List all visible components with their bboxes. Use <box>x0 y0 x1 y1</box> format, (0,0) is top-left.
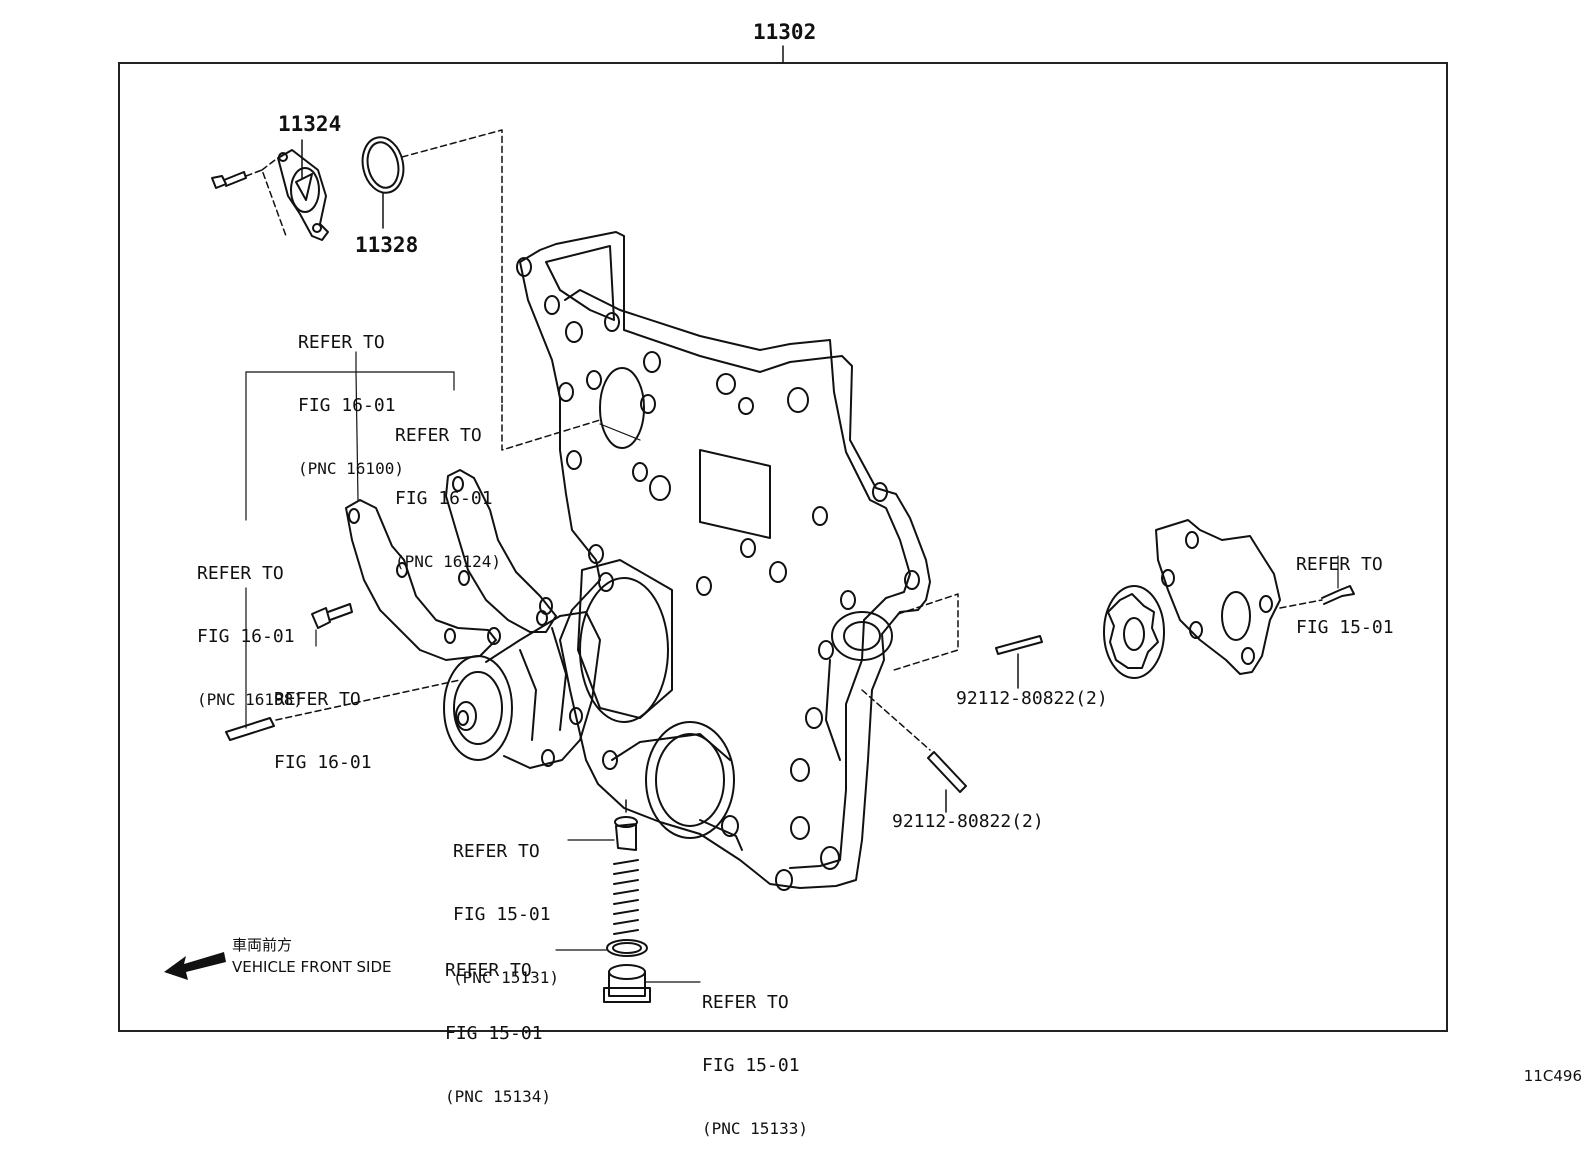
ref-line2: FIG 16-01 <box>197 626 295 647</box>
relief-plug-part[interactable] <box>603 964 651 1003</box>
ref-line1: REFER TO <box>298 332 385 353</box>
ref-label-pnc-15134[interactable]: REFER TO FIG 15-01 (PNC 15134) <box>445 918 551 1128</box>
bearing-plate-bolt[interactable] <box>211 171 247 189</box>
stud-bolt-lower[interactable] <box>927 751 967 793</box>
ref-label-pump-bolt[interactable]: REFER TO FIG 16-01 <box>274 647 372 794</box>
exploded-parts-drawing <box>211 45 1355 1003</box>
ref-pnc: (PNC 15134) <box>445 1087 551 1106</box>
ref-pnc: (PNC 16198) <box>197 690 303 709</box>
ref-label-pnc-16198[interactable]: REFER TO FIG 16-01 (PNC 16198) <box>197 521 303 731</box>
ref-line1: REFER TO <box>274 689 361 710</box>
ref-line1: REFER TO <box>395 425 482 446</box>
ref-label-pnc-15131[interactable]: REFER TO FIG 15-01 (PNC 15131) <box>453 799 559 1009</box>
assembly-part-number[interactable]: 11302 <box>753 20 817 44</box>
part-label-11324[interactable]: 11324 <box>278 112 342 136</box>
water-pump-bolt[interactable] <box>311 603 353 629</box>
stud-bolt-upper[interactable] <box>995 635 1043 655</box>
ref-line1: REFER TO <box>1296 554 1383 575</box>
part-label-stud-lower[interactable]: 92112-80822(2) <box>892 811 1044 832</box>
relief-spring-part[interactable] <box>613 859 639 935</box>
ref-line1: REFER TO <box>702 992 789 1013</box>
ref-pnc: (PNC 15133) <box>702 1119 808 1138</box>
arrow-left-icon <box>164 952 226 980</box>
ref-line2: FIG 15-01 <box>702 1055 800 1076</box>
oil-pump-bolt[interactable] <box>1321 585 1355 605</box>
part-label-11328[interactable]: 11328 <box>355 233 419 257</box>
ref-label-oil-pump-bolt[interactable]: REFER TO FIG 15-01 <box>1296 512 1394 659</box>
ref-label-pnc-16124[interactable]: REFER TO FIG 16-01 (PNC 16124) <box>395 383 501 593</box>
bearing-plate-part[interactable] <box>277 139 329 241</box>
ref-label-pnc-16100[interactable]: REFER TO FIG 16-01 (PNC 16100) <box>298 290 404 500</box>
figure-code: 11C496 <box>1523 1067 1582 1085</box>
ref-line1: REFER TO <box>445 960 532 981</box>
water-pump-stud[interactable] <box>225 717 275 741</box>
vehicle-front-en: VEHICLE FRONT SIDE <box>232 958 392 976</box>
ref-line2: FIG 15-01 <box>445 1023 543 1044</box>
ref-pnc: (PNC 15131) <box>453 968 559 987</box>
vehicle-front-indicator: 車両前方 VEHICLE FRONT SIDE <box>232 934 392 978</box>
ref-line2: FIG 16-01 <box>298 395 396 416</box>
timing-chain-cover[interactable] <box>516 231 931 891</box>
ref-pnc: (PNC 16100) <box>298 459 404 478</box>
ref-label-pnc-15133[interactable]: REFER TO FIG 15-01 (PNC 15133) <box>702 950 808 1160</box>
relief-gasket-part[interactable] <box>606 939 648 957</box>
water-pump-part[interactable] <box>443 597 601 769</box>
ref-line2: FIG 15-01 <box>1296 617 1394 638</box>
o-ring-part[interactable] <box>358 133 409 196</box>
vehicle-front-jp: 車両前方 <box>232 936 293 954</box>
oil-pump-cover[interactable] <box>1155 519 1281 675</box>
diagram-frame <box>118 62 1448 1032</box>
ref-line1: REFER TO <box>453 841 540 862</box>
water-pump-gasket-outline[interactable] <box>345 499 497 661</box>
ref-line1: REFER TO <box>197 563 284 584</box>
ref-pnc: (PNC 16124) <box>395 552 501 571</box>
part-label-stud-upper[interactable]: 92112-80822(2) <box>956 688 1108 709</box>
relief-valve-part[interactable] <box>614 816 638 851</box>
ref-line2: FIG 15-01 <box>453 904 551 925</box>
ref-line2: FIG 16-01 <box>274 752 372 773</box>
oil-pump-rotor[interactable] <box>1103 585 1165 679</box>
ref-line2: FIG 16-01 <box>395 488 493 509</box>
